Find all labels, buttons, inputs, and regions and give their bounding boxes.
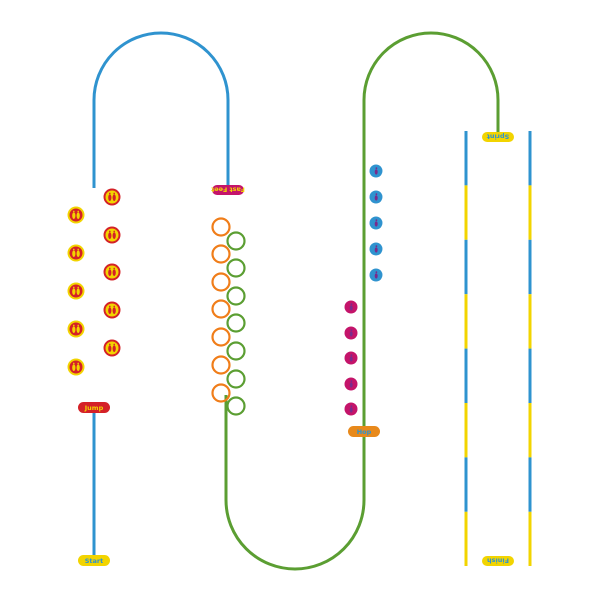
single-foot-icon — [369, 190, 383, 204]
feet-pair-icon — [103, 263, 121, 281]
single-foot-icon — [369, 268, 383, 282]
single-foot-icon — [369, 216, 383, 230]
ring-marker-icon — [211, 383, 231, 403]
feet-pair-icon — [67, 320, 85, 338]
ring-marker-icon — [211, 355, 231, 375]
ring-marker-icon — [211, 299, 231, 319]
feet-pair-icon — [67, 282, 85, 300]
sprint-label: Sprint — [487, 133, 510, 141]
sprint-badge: Sprint — [482, 132, 514, 142]
ring-marker-icon — [211, 272, 231, 292]
finish-badge: Finish — [482, 556, 514, 566]
single-foot-icon — [344, 300, 358, 314]
hop-label: Hop — [357, 428, 372, 436]
ring-marker-icon — [211, 327, 231, 347]
ring-marker-icon — [226, 286, 246, 306]
hop-badge: Hop — [348, 426, 380, 437]
feet-pair-icon — [67, 206, 85, 224]
green-track — [224, 31, 500, 571]
ring-marker-icon — [226, 369, 246, 389]
ring-marker-icon — [226, 396, 246, 416]
feet-pair-icon — [103, 339, 121, 357]
feet-pair-icon — [67, 358, 85, 376]
single-foot-icon — [369, 242, 383, 256]
blue-track-arch — [92, 31, 230, 188]
ring-marker-icon — [226, 313, 246, 333]
feet-pair-icon — [103, 301, 121, 319]
single-foot-icon — [369, 164, 383, 178]
feet-pair-icon — [67, 244, 85, 262]
single-foot-icon — [344, 377, 358, 391]
fast-feet-badge: Fast Feet — [211, 185, 245, 195]
ring-marker-icon — [226, 231, 246, 251]
jump-badge: Jump — [78, 402, 110, 413]
single-foot-icon — [344, 326, 358, 340]
fast-feet-label: Fast Feet — [211, 186, 245, 194]
ring-marker-icon — [226, 258, 246, 278]
start-label: Start — [85, 557, 104, 565]
finish-label: Finish — [487, 557, 509, 565]
jump-label: Jump — [84, 404, 104, 412]
single-foot-icon — [344, 351, 358, 365]
single-foot-icon — [344, 402, 358, 416]
fast-feet-rings — [211, 217, 246, 416]
ring-marker-icon — [211, 217, 231, 237]
start-badge: Start — [78, 555, 110, 566]
feet-pair-icon — [103, 226, 121, 244]
jump-footprints — [67, 188, 121, 376]
feet-pair-icon — [103, 188, 121, 206]
ring-marker-icon — [211, 244, 231, 264]
ring-marker-icon — [226, 341, 246, 361]
hop-dots — [344, 164, 383, 416]
